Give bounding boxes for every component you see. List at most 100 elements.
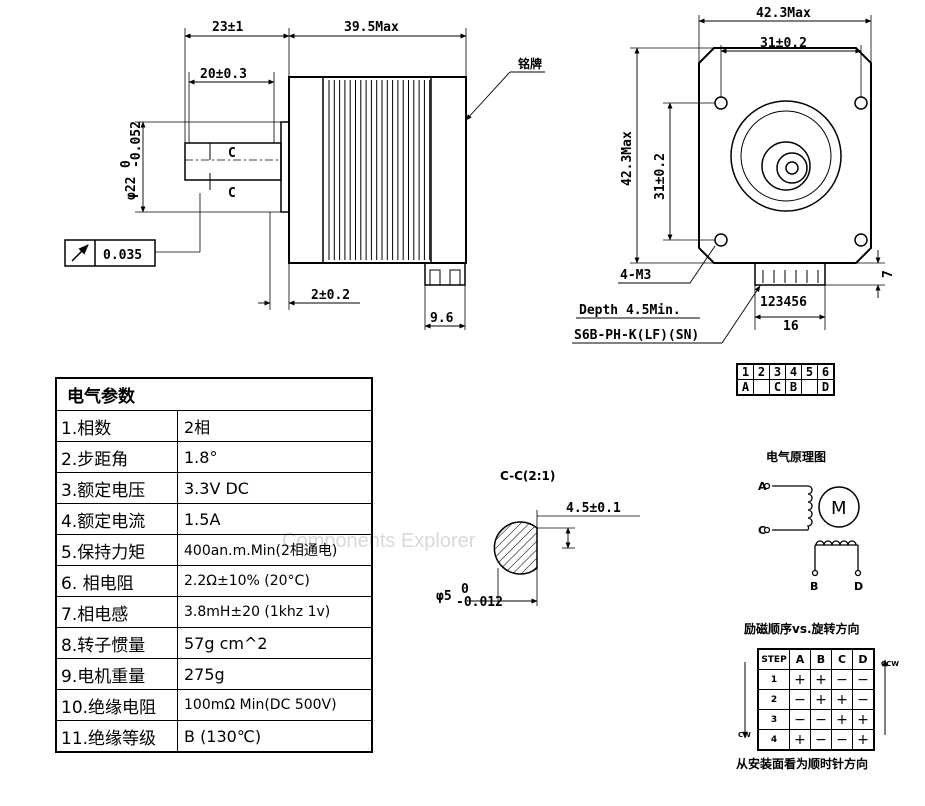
holes-note: 4-M3: [620, 268, 651, 283]
pin-signal: A: [736, 379, 754, 396]
step-row: 4+−−+: [757, 729, 875, 751]
section-mark-upper: C: [228, 146, 236, 161]
step-cell: −: [831, 729, 853, 751]
step-cell: −: [810, 709, 832, 730]
schematic-label-a: A: [758, 480, 767, 493]
param-key: 8.转子惯量: [55, 627, 178, 659]
params-header-row: 电气参数: [55, 377, 373, 411]
step-cell: 3: [757, 709, 790, 730]
dim-boss-diameter: φ22: [124, 177, 139, 200]
param-value: 2.2Ω±10% (20°C): [177, 565, 373, 597]
step-cell: −: [852, 669, 875, 690]
depth-note: Depth 4.5Min.: [579, 303, 681, 318]
dim-shaft-length: 23±1: [212, 20, 243, 35]
pin-number: 1: [736, 363, 754, 380]
pin-number: 2: [753, 363, 770, 380]
step-cell: 2: [757, 689, 790, 710]
dim-section-diameter: φ5: [436, 589, 452, 604]
dim-body-length: 39.5Max: [344, 20, 399, 35]
front-view: [572, 15, 885, 344]
step-cell: +: [852, 729, 875, 751]
step-cell: −: [810, 729, 832, 751]
param-key: 4.额定电流: [55, 503, 178, 535]
dim-front-height: 42.3Max: [620, 131, 635, 186]
dim-connector-width: 16: [783, 319, 799, 334]
dim-boss-height: 2±0.2: [311, 288, 350, 303]
param-value: 3.8mH±20 (1khz 1v): [177, 596, 373, 628]
section-view: [470, 510, 640, 606]
dim-section-tol-upper: 0: [461, 582, 469, 597]
dim-connector-height: 7: [881, 270, 896, 278]
param-value: 275g: [177, 658, 373, 690]
step-cell: +: [810, 689, 832, 710]
section-mark-lower: C: [228, 186, 236, 201]
pin-signal: B: [785, 379, 802, 396]
dim-boss-tol: -0.052: [129, 121, 144, 168]
pin-signal: C: [769, 379, 786, 396]
dim-section-tol: -0.012: [456, 595, 503, 610]
step-row: 1++−−: [757, 669, 875, 690]
schematic: [763, 482, 862, 577]
side-view: [135, 28, 545, 330]
runout-value: 0.035: [103, 248, 142, 263]
param-value: 1.8°: [177, 441, 373, 473]
param-key: 6. 相电阻: [55, 565, 178, 597]
schematic-label-b: B: [810, 580, 818, 593]
step-cell: 1: [757, 669, 790, 690]
rotation-arrows: [742, 659, 888, 739]
pin-number: 4: [785, 363, 802, 380]
dim-hole-spacing-v: 31±0.2: [653, 153, 668, 200]
param-key: 9.电机重量: [55, 658, 178, 690]
param-key: 10.绝缘电阻: [55, 689, 178, 721]
step-cell: +: [789, 729, 811, 751]
param-key: 7.相电感: [55, 596, 178, 628]
schematic-label-c: C: [758, 524, 766, 537]
param-key: 5.保持力矩: [55, 534, 178, 566]
pin-signal: [753, 379, 770, 396]
param-value: 3.3V DC: [177, 472, 373, 504]
schematic-label-d: D: [854, 580, 863, 593]
dim-boss-tol-upper: 0: [119, 160, 134, 168]
step-cell: +: [831, 689, 853, 710]
pin-number: 5: [801, 363, 818, 380]
step-cell: +: [831, 709, 853, 730]
pin-signal: [801, 379, 818, 396]
step-header-cell: D: [852, 648, 875, 670]
dim-hole-spacing-h: 31±0.2: [760, 36, 807, 51]
param-key: 2.步距角: [55, 441, 178, 473]
step-row: 2−++−: [757, 689, 875, 710]
step-cell: −: [831, 669, 853, 690]
step-cell: −: [789, 689, 811, 710]
schematic-title: 电气原理图: [766, 449, 826, 464]
motor-symbol: M: [831, 498, 847, 519]
param-value: 400an.m.Min(2相通电): [177, 534, 373, 566]
step-cell: +: [810, 669, 832, 690]
param-value: 100mΩ Min(DC 500V): [177, 689, 373, 721]
runout-symbol: [64, 239, 156, 267]
param-key: 1.相数: [55, 410, 178, 442]
step-cell: −: [852, 689, 875, 710]
section-title: C-C(2:1): [500, 469, 555, 483]
params-title: 电气参数: [55, 377, 373, 411]
nameplate-note: 铭牌: [518, 56, 542, 71]
dim-shaft-flat: 20±0.3: [200, 67, 247, 82]
step-table-footer: 从安装面看为顺时针方向: [736, 756, 868, 771]
pin-signal: D: [817, 379, 835, 396]
pin-numbers: 123456: [760, 295, 807, 310]
dim-connector: 9.6: [430, 311, 454, 326]
step-row: 3−−++: [757, 709, 875, 730]
